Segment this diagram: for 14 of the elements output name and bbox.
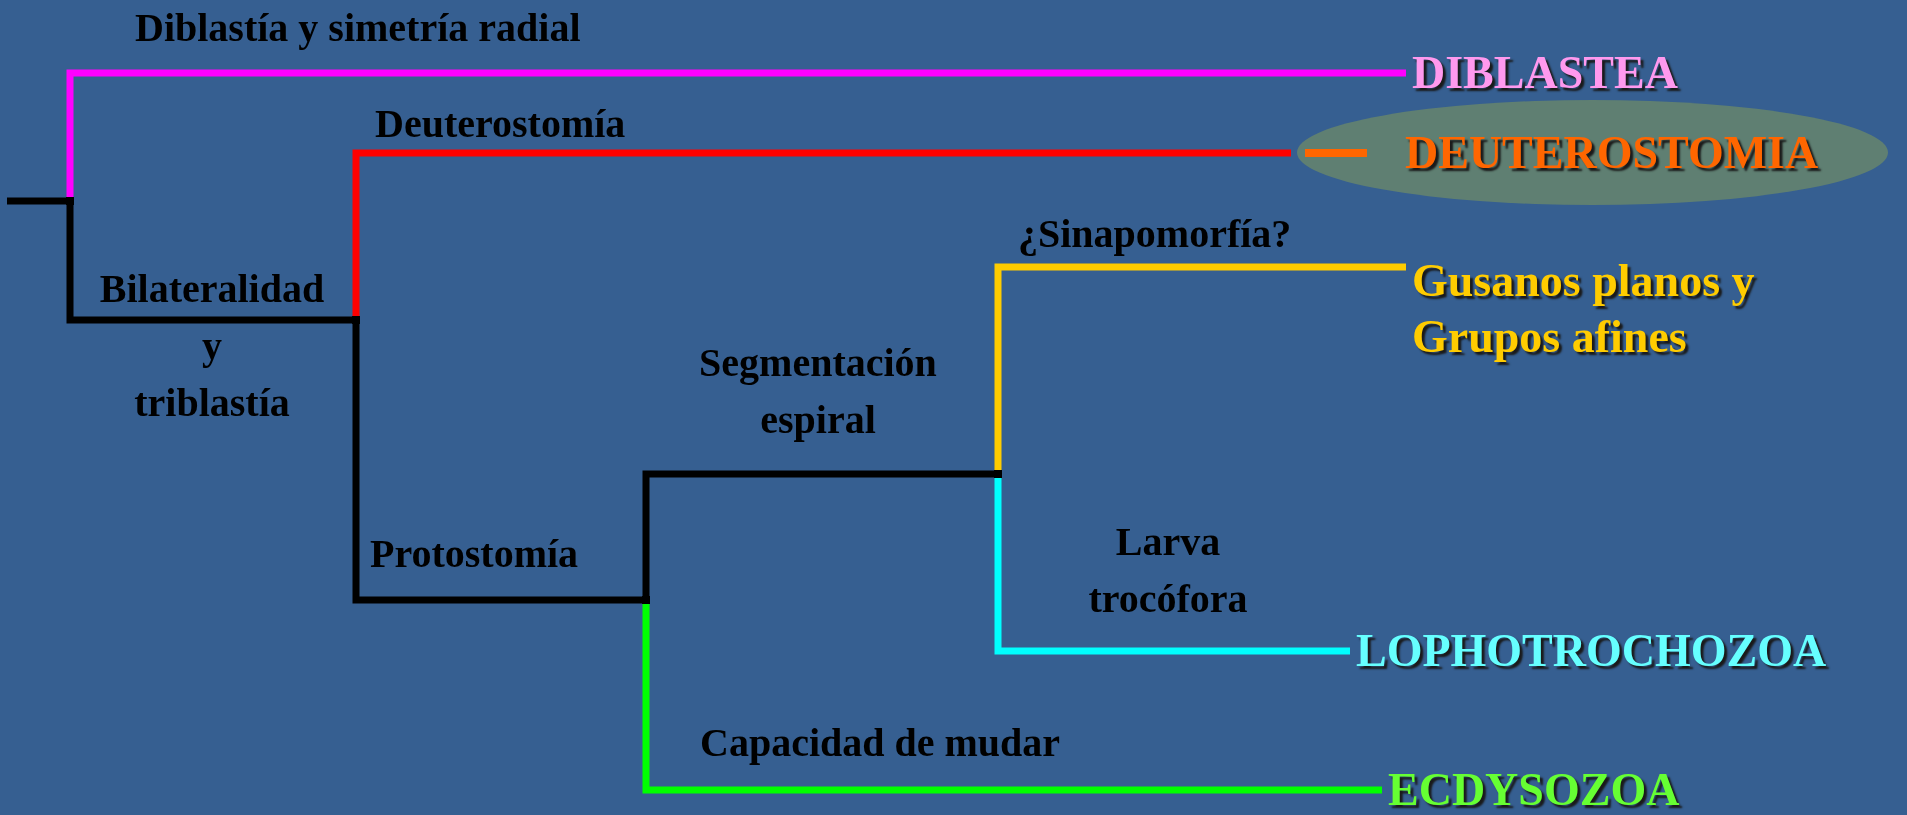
edge-label: Larva trocófora <box>1087 518 1249 623</box>
clade-name: DIBLASTEA <box>1412 50 1678 96</box>
clade-name: ECDYSOZOA <box>1388 767 1680 813</box>
branch-point <box>994 470 1002 478</box>
clade-name: Gusanos planos y Grupos afines <box>1412 253 1832 365</box>
edge-label: Bilateralidad y triblastía <box>98 265 326 427</box>
edge-label: Segmentación espiral <box>698 339 938 444</box>
edge-label: Capacidad de mudar <box>700 719 1061 767</box>
edge-label: Protostomía <box>370 530 579 578</box>
edge-label: Diblastía y simetría radial <box>135 4 581 52</box>
edge-label: Deuterostomía <box>375 100 626 148</box>
clade-name: DEUTEROSTOMIA <box>1405 130 1819 176</box>
edge-label: ¿Sinapomorfía? <box>1018 210 1292 258</box>
clade-name: LOPHOTROCHOZOA <box>1356 628 1827 674</box>
